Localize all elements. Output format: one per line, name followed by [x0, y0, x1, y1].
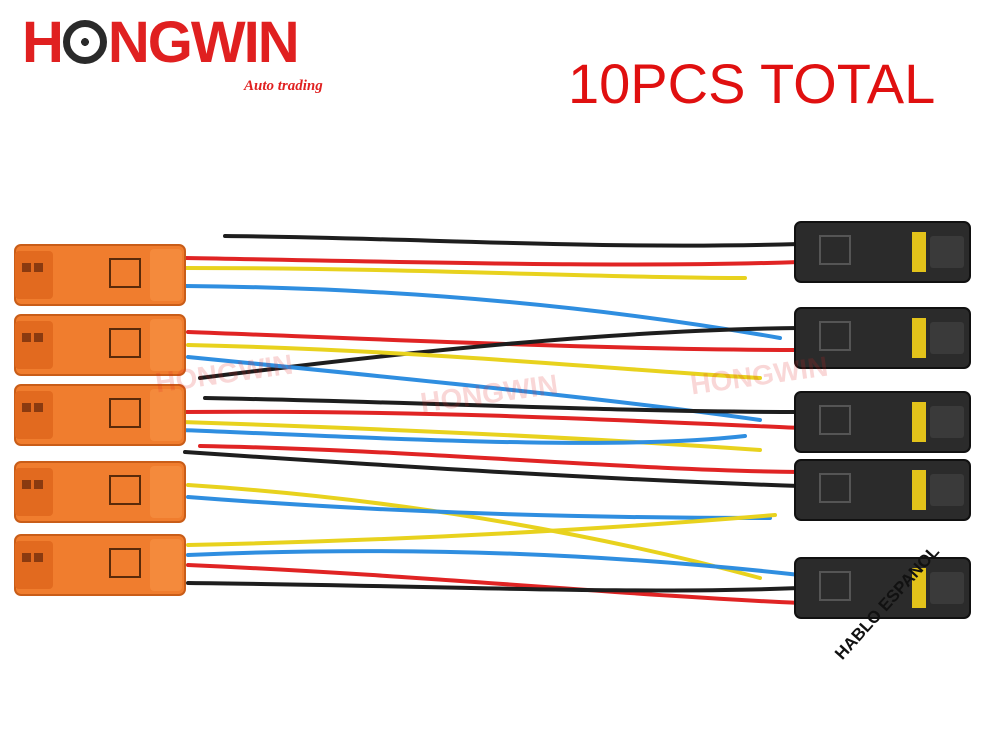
- headline-count: 10PCS TOTAL: [568, 52, 936, 115]
- latch-window: [109, 548, 141, 578]
- wire: [186, 513, 777, 547]
- wire: [223, 234, 802, 248]
- wire: [183, 266, 747, 280]
- pin-hole: [34, 480, 43, 489]
- latch-window: [109, 258, 141, 288]
- wire: [186, 495, 772, 520]
- latch-window: [819, 473, 851, 503]
- wire: [183, 256, 802, 267]
- connector-tip: [15, 251, 53, 299]
- wire: [186, 581, 802, 593]
- connector-tip: [15, 391, 53, 439]
- pin-hole: [34, 263, 43, 272]
- connector-tip: [15, 541, 53, 589]
- black-connectors: [794, 221, 971, 619]
- connector-face: [930, 236, 964, 268]
- wire: [186, 343, 762, 380]
- connector-tip: [15, 321, 53, 369]
- orange-connector: [14, 534, 186, 596]
- connector-rear: [150, 466, 182, 518]
- orange-connectors: [14, 244, 186, 596]
- pin-hole: [22, 333, 31, 342]
- orange-connector: [14, 244, 186, 306]
- connector-face: [930, 474, 964, 506]
- wire: [183, 284, 782, 340]
- pin-hole: [34, 333, 43, 342]
- brand-tagline: Auto trading: [244, 78, 323, 94]
- black-connector: [794, 557, 971, 619]
- yellow-clip: [912, 318, 926, 358]
- latch-window: [109, 328, 141, 358]
- wire: [180, 409, 802, 430]
- yellow-clip: [912, 470, 926, 510]
- pin-hole: [34, 403, 43, 412]
- latch-window: [819, 235, 851, 265]
- yellow-clip: [912, 568, 926, 608]
- wire: [186, 549, 802, 577]
- black-connector: [794, 459, 971, 521]
- wire: [186, 483, 762, 580]
- pin-hole: [34, 553, 43, 562]
- wire: [180, 428, 747, 445]
- latch-window: [819, 321, 851, 351]
- orange-connector: [14, 461, 186, 523]
- wire: [203, 396, 802, 414]
- connector-face: [930, 406, 964, 438]
- pin-hole: [22, 263, 31, 272]
- connector-rear: [150, 539, 182, 591]
- orange-connector: [14, 314, 186, 376]
- latch-window: [819, 571, 851, 601]
- orange-connector: [14, 384, 186, 446]
- connector-rear: [150, 249, 182, 301]
- black-connector: [794, 221, 971, 283]
- yellow-clip: [912, 402, 926, 442]
- pin-hole: [22, 553, 31, 562]
- latch-window: [109, 398, 141, 428]
- wire-bundle: [180, 234, 802, 605]
- pin-hole: [22, 403, 31, 412]
- wire: [180, 420, 762, 452]
- latch-window: [819, 405, 851, 435]
- connector-face: [930, 322, 964, 354]
- wire: [186, 563, 802, 605]
- black-connector: [794, 391, 971, 453]
- connector-face: [930, 572, 964, 604]
- connector-tip: [15, 468, 53, 516]
- wire: [198, 444, 802, 474]
- latch-window: [109, 475, 141, 505]
- connector-rear: [150, 319, 182, 371]
- wire: [183, 450, 802, 488]
- wheel-icon: [62, 20, 107, 64]
- yellow-clip: [912, 232, 926, 272]
- connector-rear: [150, 389, 182, 441]
- pin-hole: [22, 480, 31, 489]
- black-connector: [794, 307, 971, 369]
